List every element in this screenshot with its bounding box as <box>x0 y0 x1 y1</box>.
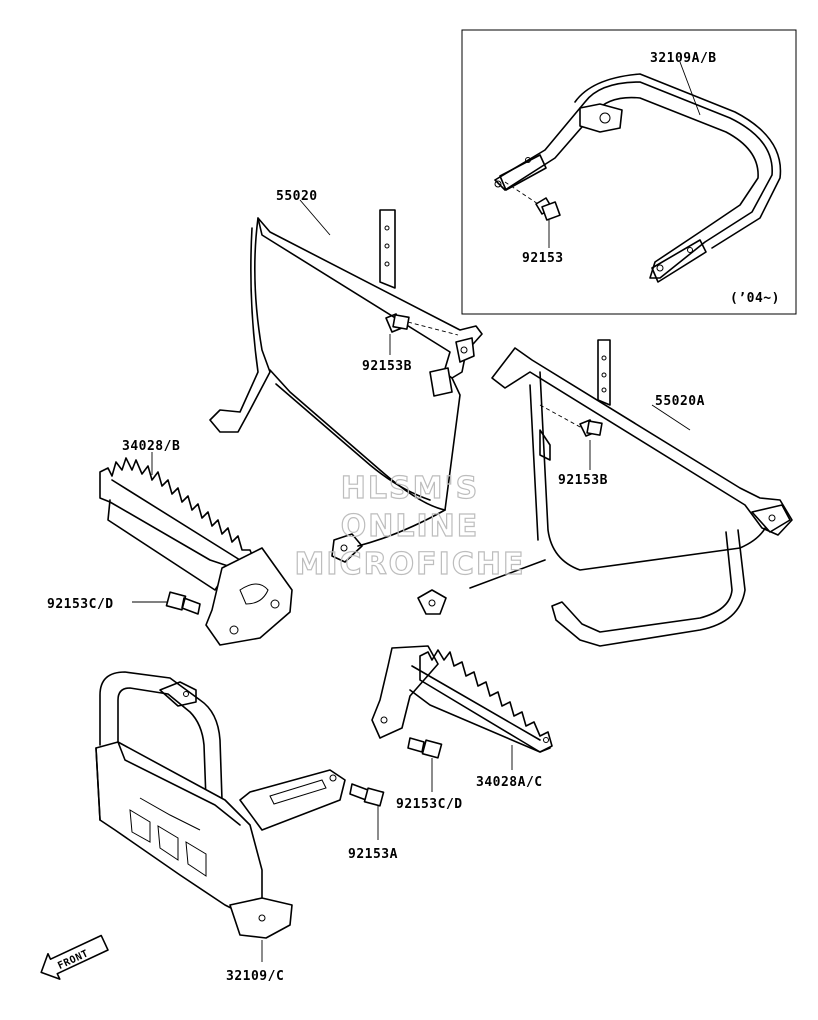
front-direction-arrow: FRONT <box>40 934 109 980</box>
label-32109AB: 32109A/B <box>650 51 717 66</box>
watermark-line-3: MICROFICHE <box>295 547 526 582</box>
label-92153A: 92153A <box>348 847 398 862</box>
label-32109C: 32109/C <box>226 969 284 984</box>
label-34028AC: 34028A/C <box>476 775 543 790</box>
watermark-line-2: ONLINE <box>341 509 480 544</box>
watermark-line-1: HLSM'S <box>341 471 479 506</box>
watermark: HLSM'S ONLINE MICROFICHE <box>294 470 526 582</box>
bolt-92153B-right-part[interactable] <box>579 419 603 437</box>
upper-bolt-part[interactable] <box>535 197 561 221</box>
label-92153CD-right: 92153C/D <box>396 797 463 812</box>
label-55020: 55020 <box>276 189 318 204</box>
lower-guard-32109C[interactable] <box>95 671 346 939</box>
label-92153B-right: 92153B <box>558 473 608 488</box>
left-bracket-55020[interactable] <box>209 209 483 563</box>
right-bracket-55020A[interactable] <box>417 339 793 647</box>
label-55020A: 55020A <box>655 394 705 409</box>
bolt-92153B-left-part[interactable] <box>385 313 410 333</box>
upper-guard-part[interactable] <box>494 73 782 283</box>
bolt-92153CD-right-part[interactable] <box>407 737 443 759</box>
right-footrest-34028AC[interactable] <box>371 645 553 753</box>
label-34028B: 34028/B <box>122 439 180 454</box>
bolt-92153CD-left-part[interactable] <box>165 591 201 615</box>
left-footrest-34028B[interactable] <box>99 457 293 646</box>
label-92153CD-left: 92153C/D <box>47 597 114 612</box>
label-92153B-left: 92153B <box>362 359 412 374</box>
label-92153: 92153 <box>522 251 564 266</box>
bolt-92153A-part[interactable] <box>349 783 385 807</box>
label-year-note: (’04~) <box>730 291 780 306</box>
variant-inset-box <box>461 29 797 315</box>
